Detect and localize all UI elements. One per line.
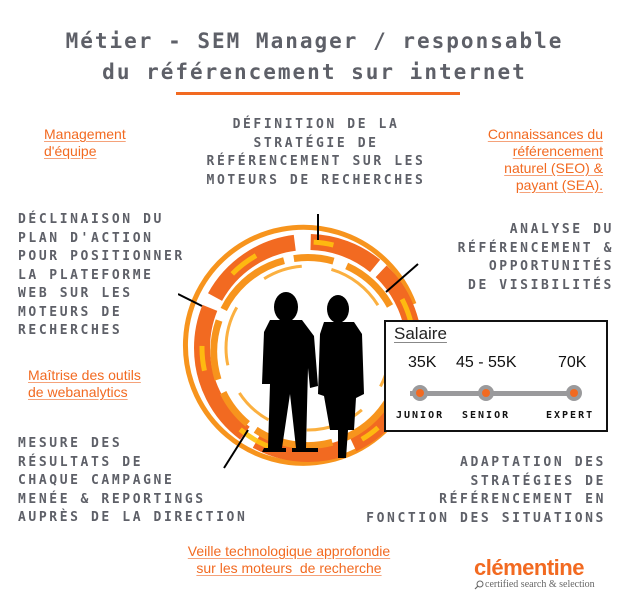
mission-action-plan: Déclinaison du plan d'action pour positi…	[18, 212, 185, 338]
mission-measurement: Mesure des résultats de chaque campagne …	[18, 436, 248, 525]
magnifier-icon	[474, 580, 484, 590]
salary-value-expert: 70K	[558, 354, 587, 371]
logo-tagline: certified search & selection	[485, 579, 595, 590]
title-line-2: du référencement sur internet	[102, 60, 527, 84]
ring-illustration-icon	[178, 214, 422, 469]
title-underline	[176, 92, 460, 95]
skill-webanalytics: Maîtrise des outils de webanalytics	[28, 367, 141, 400]
clementine-logo: clémentine certified search & selection	[474, 556, 595, 590]
page-title: Métier - SEM Manager / responsable du ré…	[0, 26, 629, 88]
salary-dot-junior	[412, 385, 428, 401]
salary-dot-senior	[478, 385, 494, 401]
salary-label-expert: EXPERT	[546, 410, 595, 421]
salary-value-junior: 35K	[408, 354, 437, 371]
salary-scale-track	[410, 391, 580, 396]
skill-management: Management d'équipe	[44, 126, 126, 159]
mission-analysis: Analyse du référencement & opportunités …	[457, 222, 614, 293]
salary-panel: Salaire 35K 45 - 55K 70K JUNIOR SENIOR E…	[384, 320, 608, 432]
salary-value-senior: 45 - 55K	[456, 354, 517, 371]
skill-seo-sea-knowledge: Connaissances du référencement naturel (…	[487, 126, 603, 193]
mission-strategy-definition: Définition de la stratégie de référencem…	[206, 117, 426, 188]
skill-tech-watch: Veille technologique approfondie sur les…	[187, 543, 391, 576]
title-line-1: Métier - SEM Manager / responsable	[65, 29, 564, 53]
salary-label-senior: SENIOR	[462, 410, 511, 421]
salary-title: Salaire	[394, 324, 447, 343]
salary-label-junior: JUNIOR	[396, 410, 445, 421]
mission-adaptation: Adaptation des stratégies de référenceme…	[366, 455, 606, 526]
logo-wordmark: clémentine	[474, 555, 584, 580]
salary-dot-expert	[566, 385, 582, 401]
